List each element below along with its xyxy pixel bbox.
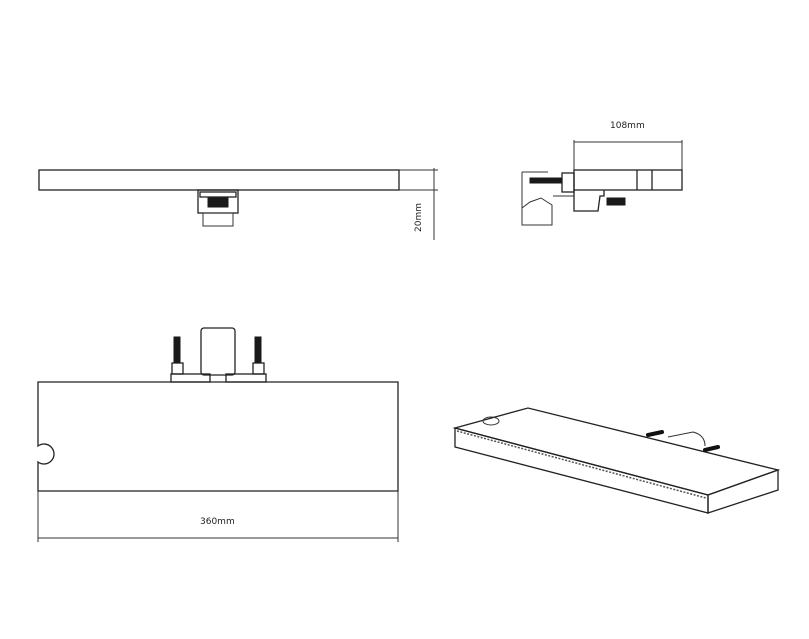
bolt-right <box>254 336 262 364</box>
shelf-side-profile <box>573 169 683 191</box>
isometric-view <box>452 407 781 514</box>
depth-dimension-label: 108mm <box>610 121 645 131</box>
iso-bolt-left <box>646 430 664 437</box>
bolt-nut <box>561 172 575 193</box>
front-view: 20mm <box>38 168 438 240</box>
shelf-plan-outline <box>37 381 399 492</box>
clamp-tube <box>202 212 234 227</box>
shelf-front-face <box>454 427 709 514</box>
clamp-lip <box>199 191 237 198</box>
pipe-clamp <box>521 172 574 226</box>
nut-right <box>252 362 265 375</box>
height-dimension-label: 20mm <box>414 203 424 232</box>
iso-bolt-right <box>703 445 720 452</box>
side-view: 108mm <box>521 121 683 226</box>
shelf-side-face <box>707 469 779 514</box>
bracket-screw <box>606 197 626 206</box>
nut-left <box>171 362 184 375</box>
iso-bracket <box>667 431 706 447</box>
mount-plate-right <box>225 373 267 383</box>
mount-plate-left <box>170 373 211 383</box>
shelf-front-profile <box>38 169 400 191</box>
plan-view: 360mm <box>37 327 399 542</box>
width-dimension-label: 360mm <box>200 517 235 527</box>
shelf-top-face <box>452 407 781 496</box>
edge-shading <box>456 430 707 499</box>
bolt-thread <box>529 177 563 184</box>
clamp-screw <box>207 197 229 208</box>
bracket-lower <box>573 190 605 212</box>
u-bracket <box>200 327 236 376</box>
bolt-left <box>173 336 181 364</box>
notch-hole <box>482 416 500 426</box>
